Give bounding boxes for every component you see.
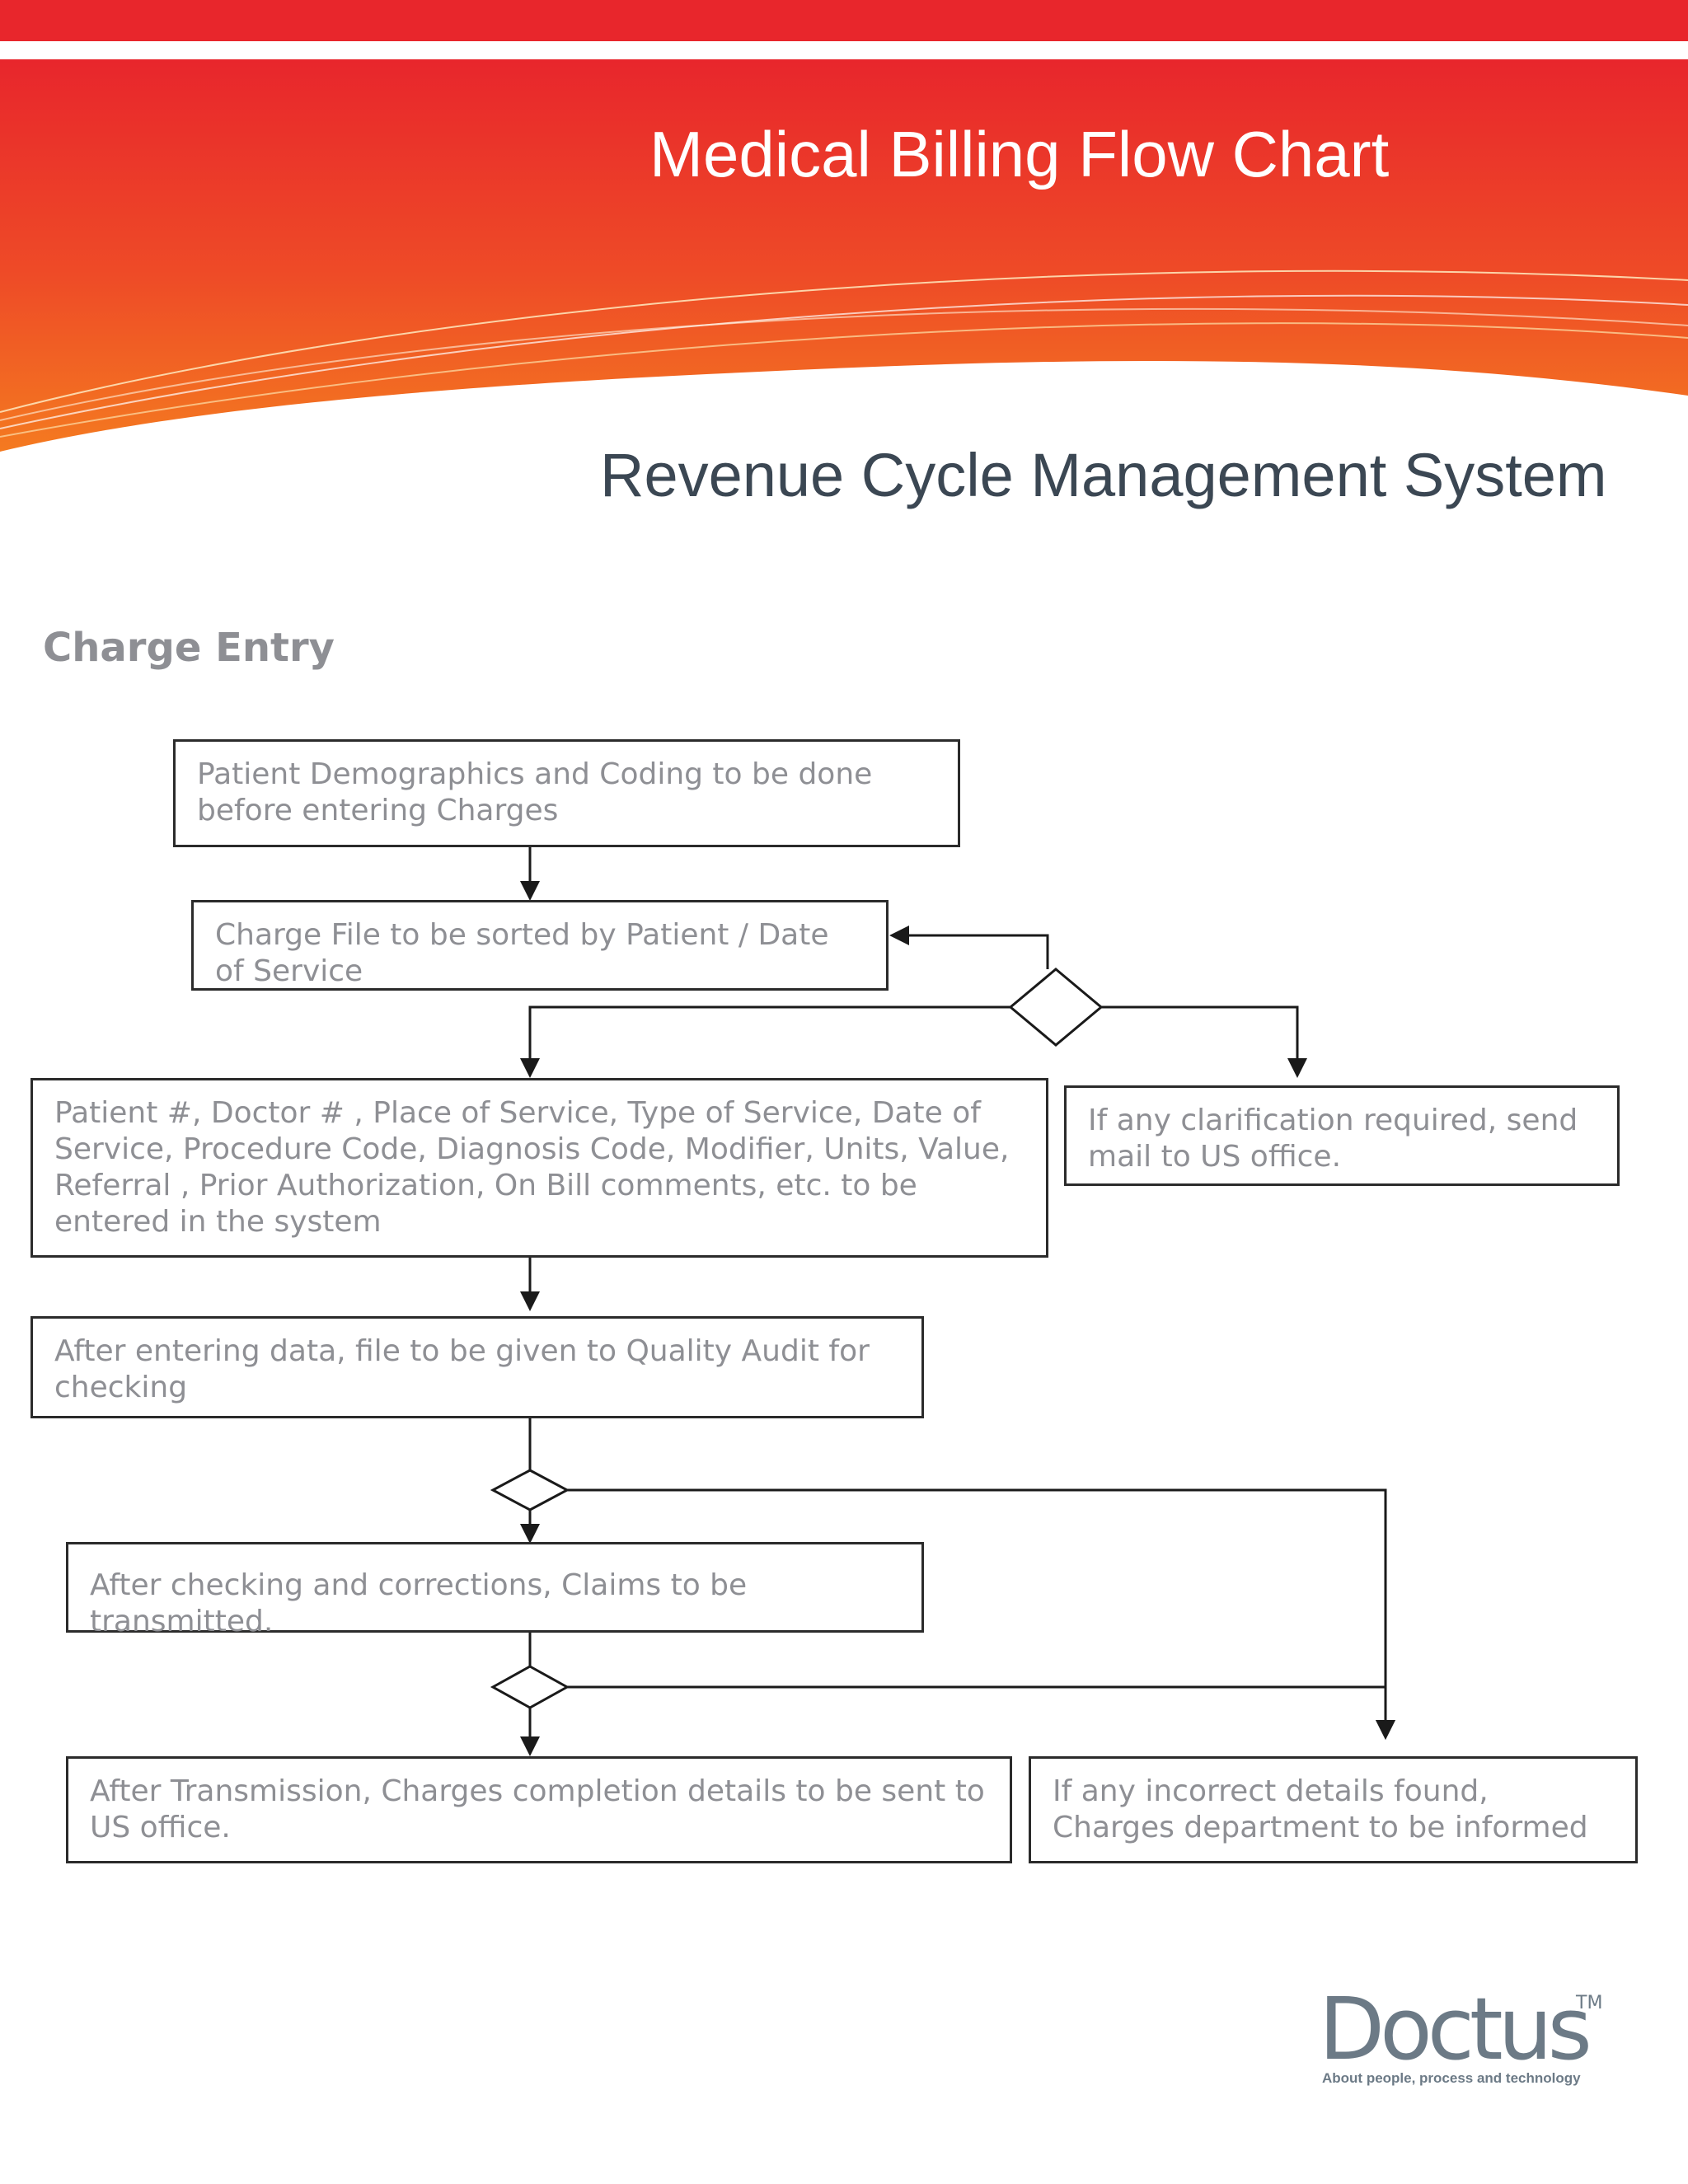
step-completion: After Transmission, Charges completion d…: [66, 1756, 1012, 1863]
header-banner: [0, 0, 1688, 452]
decision-diamond-clarification: [1008, 968, 1104, 1047]
step-transmit-claims: After checking and corrections, Claims t…: [66, 1542, 924, 1638]
logo-trademark: TM: [1576, 1993, 1603, 2013]
step-incorrect-details-text: If any incorrect details found, Charges …: [1053, 1774, 1588, 1844]
section-title: Charge Entry: [43, 625, 335, 671]
step-clarification-text: If any clarification required, send mail…: [1088, 1104, 1578, 1174]
step-quality-audit-text: After entering data, file to be given to…: [54, 1334, 870, 1404]
step-demographics: Patient Demographics and Coding to be do…: [173, 739, 960, 847]
decision-diamond-audit: [490, 1469, 570, 1511]
step-enter-data: Patient #, Doctor # , Place of Service, …: [30, 1078, 1048, 1258]
step-transmit-claims-text: After checking and corrections, Claims t…: [90, 1568, 748, 1638]
page-title: Medical Billing Flow Chart: [649, 118, 1390, 190]
step-completion-text: After Transmission, Charges completion d…: [90, 1774, 985, 1844]
step-clarification: If any clarification required, send mail…: [1064, 1085, 1620, 1186]
logo-wordmark: Doctus: [1319, 1979, 1592, 2079]
page-subtitle: Revenue Cycle Management System: [600, 441, 1607, 509]
step-quality-audit: After entering data, file to be given to…: [30, 1316, 924, 1418]
step-incorrect-details: If any incorrect details found, Charges …: [1029, 1756, 1638, 1863]
connector-decision2-to-incorrect: [567, 1488, 1395, 1740]
decision-diamond-transmit: [490, 1665, 570, 1709]
step-demographics-text: Patient Demographics and Coding to be do…: [197, 757, 873, 827]
company-logo: Doctus TM About people, process and tech…: [1319, 1979, 1615, 2086]
step-enter-data-text: Patient #, Doctor # , Place of Service, …: [54, 1096, 1010, 1239]
logo-tagline: About people, process and technology: [1322, 2070, 1581, 2086]
connector-decision1-to-sort: [889, 926, 1049, 969]
step-sort-charge-file: Charge File to be sorted by Patient / Da…: [191, 900, 889, 991]
step-sort-charge-file-text: Charge File to be sorted by Patient / Da…: [215, 918, 829, 988]
connector-decision1-to-enter-data: [520, 1005, 1010, 1078]
connector-decision3-to-incorrect: [567, 1685, 1395, 1740]
connector-decision1-to-clarification: [1101, 1005, 1307, 1078]
